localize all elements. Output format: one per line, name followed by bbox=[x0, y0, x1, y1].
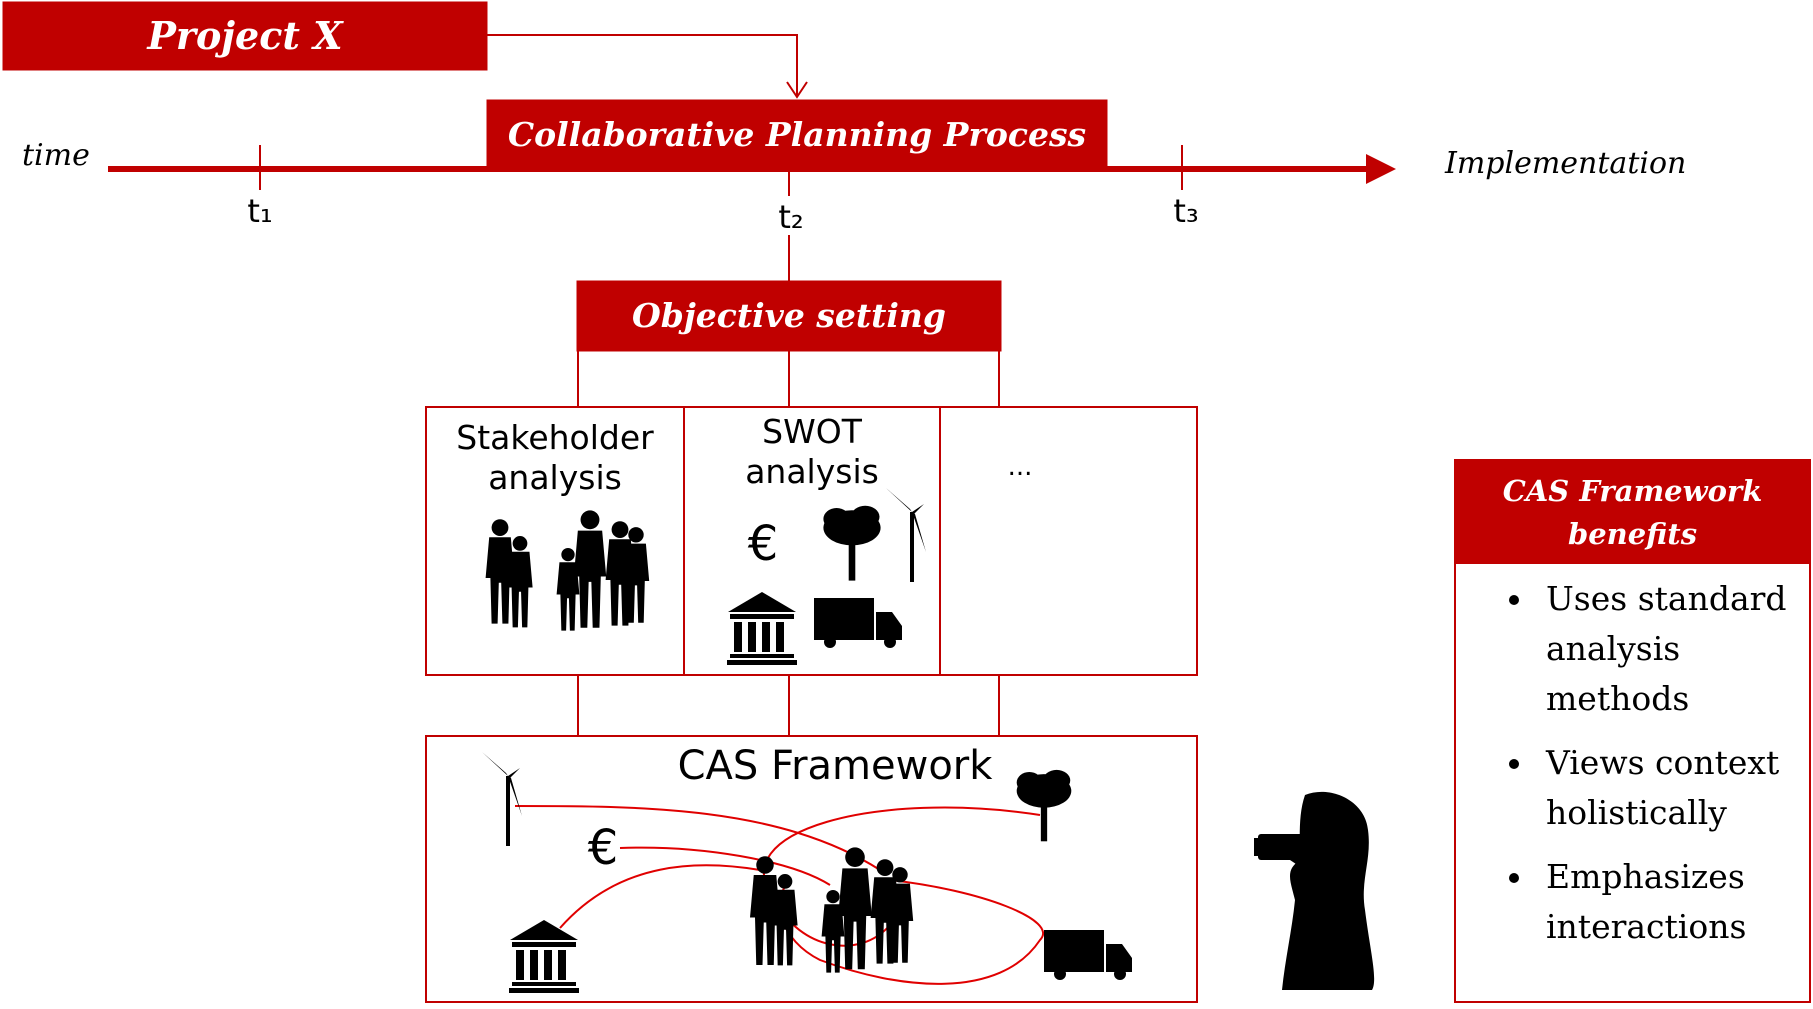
benefits-header-box bbox=[1455, 460, 1810, 564]
benefits-header: CAS Framework benefits bbox=[1502, 474, 1763, 551]
tick-label-t3: t₃ bbox=[1173, 192, 1199, 230]
connector-arrowhead bbox=[786, 81, 808, 99]
project-box bbox=[2, 1, 488, 71]
stakeholder-analysis-title: Stakeholder analysis bbox=[456, 418, 654, 497]
stakeholder-box bbox=[425, 406, 685, 676]
process-title: Collaborative Planning Process bbox=[507, 115, 1087, 154]
objective-title: Objective setting bbox=[632, 296, 946, 335]
tick-label-t2: t₂ bbox=[778, 198, 804, 236]
euro-icon: € bbox=[747, 516, 779, 572]
swot-analysis-title: SWOT analysis bbox=[745, 412, 879, 491]
timeline-start-label: time bbox=[22, 138, 90, 173]
benefit-item: Views context holistically bbox=[1536, 738, 1798, 838]
benefits-list: Uses standard analysis methods Views con… bbox=[1468, 574, 1798, 952]
objective-box bbox=[576, 280, 1002, 352]
framework-title: CAS Framework bbox=[677, 743, 993, 789]
timeline-arrowhead bbox=[1366, 154, 1396, 184]
process-box bbox=[486, 99, 1108, 171]
benefit-item: Uses standard analysis methods bbox=[1536, 574, 1798, 724]
timeline-end-label: Implementation bbox=[1445, 146, 1687, 181]
photographer-icon bbox=[1254, 791, 1375, 990]
other-analysis-title: ... bbox=[1007, 452, 1033, 482]
other-analysis-box bbox=[939, 406, 1198, 676]
tick-label-t1: t₁ bbox=[247, 192, 273, 230]
project-title: Project X bbox=[147, 13, 343, 58]
benefit-item: Emphasizes interactions bbox=[1536, 852, 1798, 952]
euro-icon: € bbox=[587, 820, 619, 876]
project-connector bbox=[487, 34, 798, 95]
